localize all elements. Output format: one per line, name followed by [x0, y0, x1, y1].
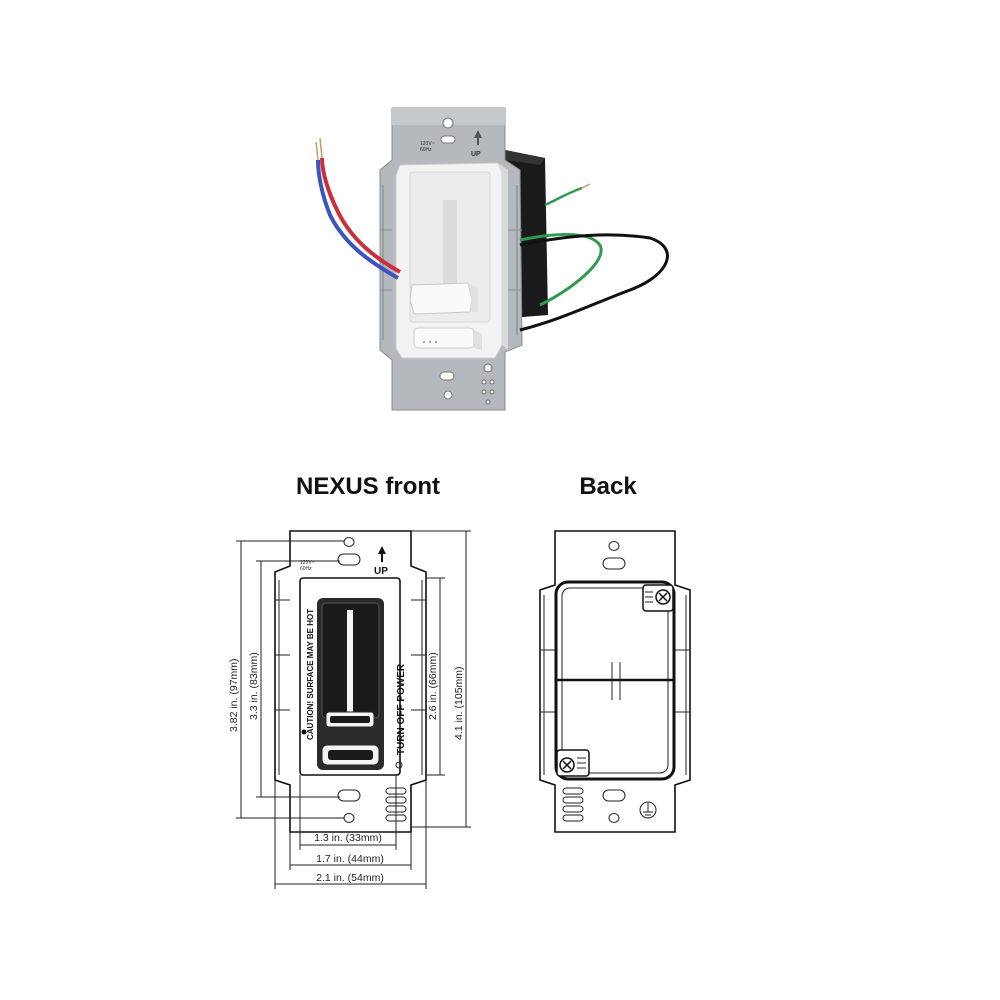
strap-up-arrow-icon — [474, 130, 482, 145]
slider-knob — [409, 282, 473, 315]
product-photo: UP 120V~ 60Hz — [315, 107, 669, 411]
slider-track — [443, 200, 457, 300]
front-drawing: UP 120V~ 60Hz CAUTION! SURFACE MAY BE HO… — [274, 530, 427, 833]
back-ground-symbol-icon — [639, 801, 657, 819]
dim-body-height: 3.82 in. (97mm) — [228, 658, 240, 732]
red-wire-tip — [319, 137, 323, 159]
green-wire — [519, 233, 603, 307]
blue-wire-tip — [315, 141, 319, 161]
strap-text-2: 60Hz — [420, 147, 432, 153]
front-small-text-1: 120V~ — [300, 560, 315, 566]
back-drawing — [539, 530, 691, 833]
bottom-screw-hole — [443, 390, 453, 400]
rear-housing-top — [505, 150, 545, 165]
front-top-slot — [337, 553, 361, 566]
top-slot — [440, 135, 456, 144]
slider-knob-side — [468, 283, 478, 312]
front-led-ring — [395, 761, 403, 769]
dim-overall-height: 4.1 in. (105mm) — [453, 666, 465, 740]
front-dimensions: 3.82 in. (97mm) 3.3 in. (83mm) 4.1 in. (… — [228, 530, 471, 889]
dim-overall-width: 2.1 in. (54mm) — [316, 872, 384, 884]
front-dot-left — [301, 729, 307, 735]
blue-wire — [316, 159, 399, 280]
front-bottom-slot — [337, 789, 361, 802]
front-strap-ears — [275, 580, 426, 775]
front-slider-track — [347, 610, 353, 715]
dim-body-width: 1.7 in. (44mm) — [316, 853, 384, 865]
green-wire-tip — [581, 183, 591, 189]
strap-highlight — [392, 108, 505, 125]
front-small-text-2: 60Hz — [300, 566, 312, 572]
back-top-slot — [602, 557, 626, 570]
bottom-slot — [439, 371, 455, 381]
black-wire — [519, 233, 669, 332]
front-up-label: UP — [374, 566, 388, 577]
strap-up-label: UP — [471, 151, 481, 158]
back-ground-icon — [562, 787, 584, 822]
front-bottom-hole — [343, 813, 355, 823]
back-strap-outline — [539, 530, 691, 833]
strap-text-1: 120V~ — [420, 141, 435, 147]
back-bottom-slot — [602, 789, 626, 802]
green-wire-upper — [544, 186, 583, 207]
back-terminal-bottom — [556, 749, 590, 777]
front-up-arrow-icon — [378, 546, 386, 562]
front-body-outline — [299, 577, 401, 776]
dim-paddle-width: 1.3 in. (33mm) — [314, 832, 382, 844]
switch-body-side — [498, 163, 508, 350]
right-wires — [519, 183, 669, 332]
back-title: Back — [579, 473, 637, 500]
back-bottom-hole — [608, 813, 620, 823]
onoff-button — [413, 327, 475, 349]
front-title: NEXUS front — [296, 473, 440, 500]
dim-mount-height: 3.3 in. (83mm) — [248, 652, 260, 720]
back-terminal-top — [642, 584, 674, 612]
left-wires — [315, 137, 401, 280]
dim-paddle-height: 2.6 in. (66mm) — [427, 652, 439, 720]
back-top-hole — [608, 541, 620, 551]
led-dot — [422, 340, 426, 344]
caution-label: CAUTION! SURFACE MAY BE HOT — [306, 609, 315, 740]
ground-symbol-icon — [481, 363, 495, 405]
red-wire — [320, 157, 401, 274]
front-top-hole — [343, 537, 355, 547]
turn-off-power-label: TURN OFF POWER — [396, 663, 407, 755]
back-strap-ears — [540, 595, 690, 775]
top-screw-hole — [442, 117, 454, 129]
onoff-button-side — [474, 330, 482, 350]
